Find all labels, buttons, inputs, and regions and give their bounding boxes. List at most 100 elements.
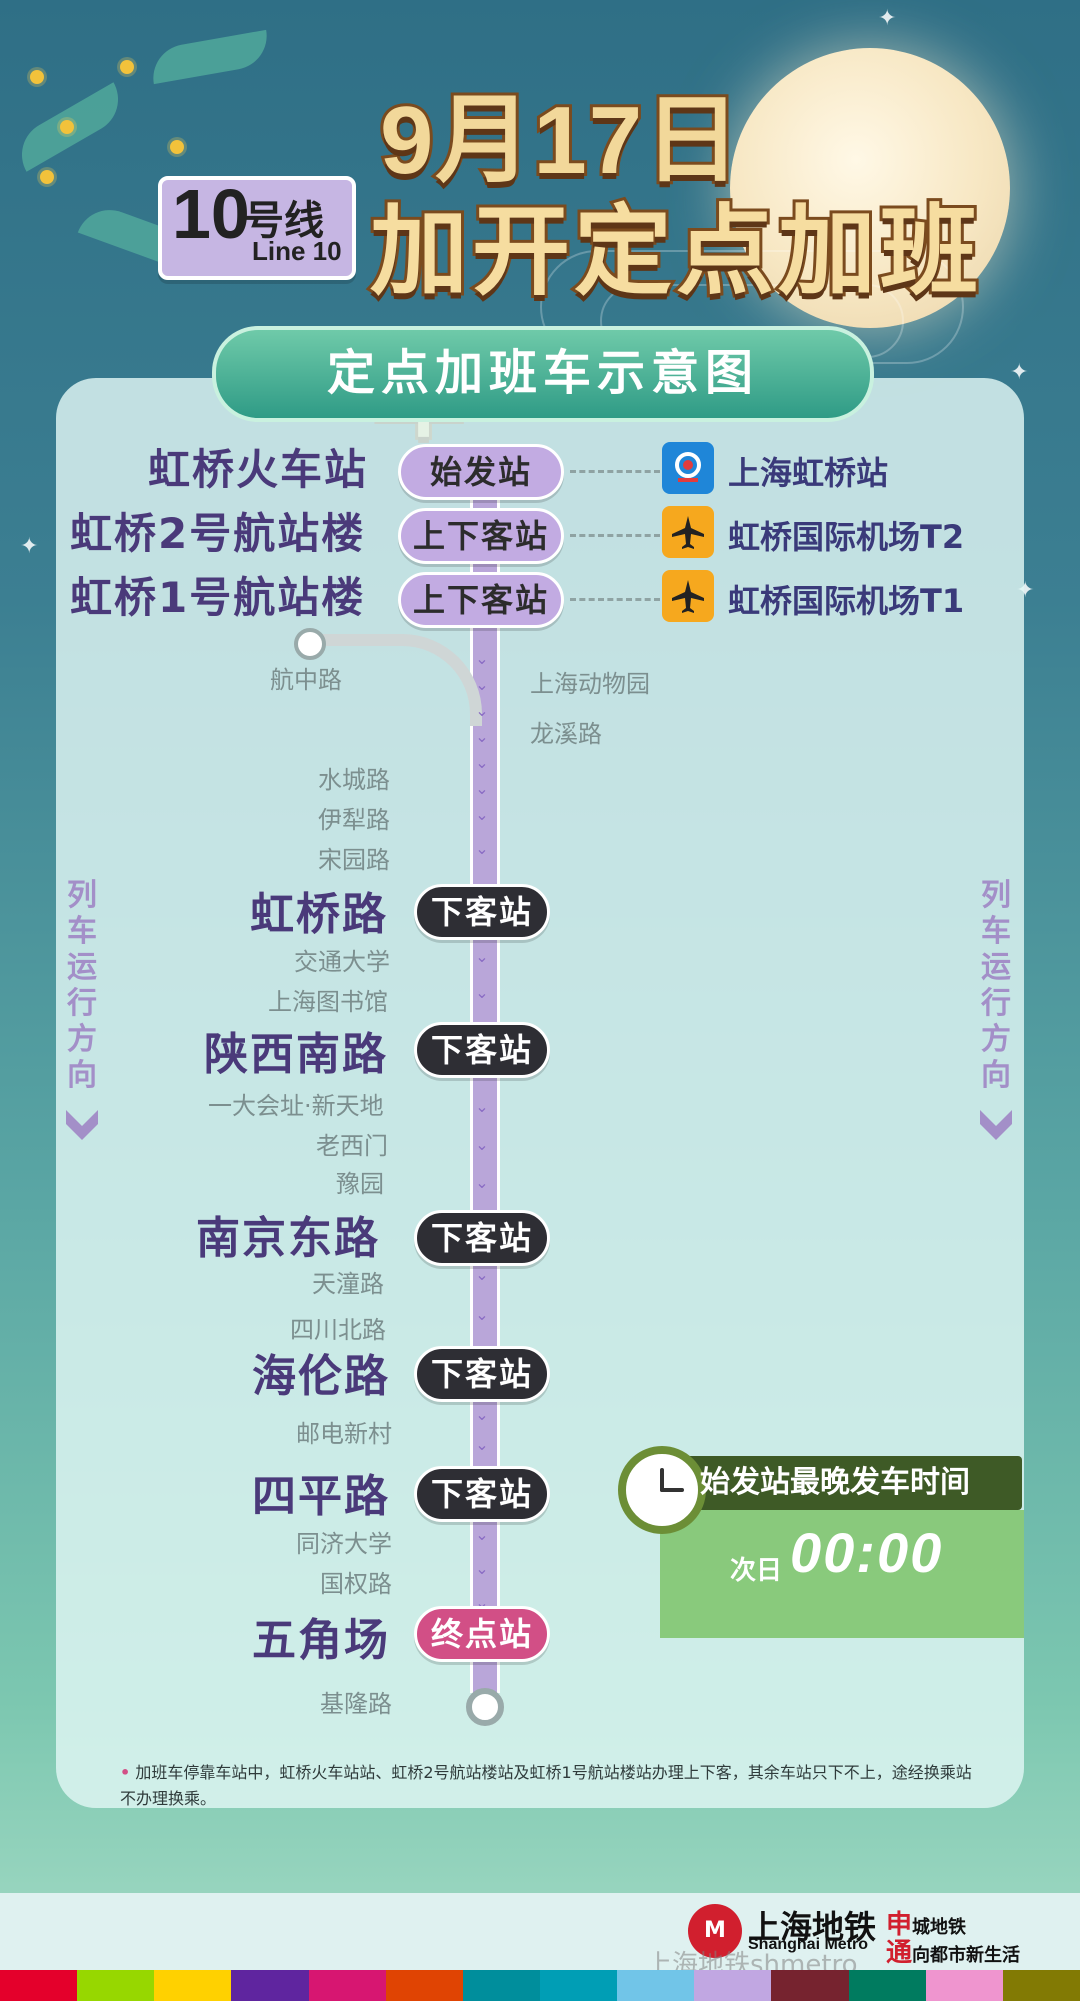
tag-board-alight: 上下客站 [398,572,564,628]
slogan-text: 城地铁 [912,1917,967,1938]
station-laoximen: 老西门 [316,1132,388,1160]
leaf-decoration [147,29,273,85]
chevron-down-icon: ⌄ [475,1265,489,1284]
station-songyuan-road: 宋园路 [318,846,390,874]
slogan-line-1: 申城地铁 [886,1904,966,1941]
tag-alight-only: 下客站 [414,1022,550,1078]
connection-airport-t1: 虹桥国际机场T1 [728,582,965,620]
last-train-time: 00:00 [790,1521,944,1584]
connection-airport-t2: 虹桥国际机场T2 [728,518,965,556]
station-hongqiao-t1: 虹桥1号航站楼 [70,573,366,622]
station-siping-road: 四平路 [252,1471,390,1522]
bullet-icon: • [120,1763,131,1782]
osmanthus-decoration [60,120,74,134]
station-yuyuan: 豫园 [336,1170,384,1198]
footnote-text: 加班车停靠车站中，虹桥火车站站、虹桥2号航站楼站及虹桥1号航站楼站办理上下客，其… [120,1763,972,1808]
line-label-en: Line 10 [252,236,342,266]
sparkle-icon: ✦ [20,534,39,559]
tag-alight-only: 下客站 [414,1210,550,1266]
line-badge: 10 号线 Line 10 [158,175,356,280]
line-terminus-marker [466,1688,504,1726]
airplane-icon [662,506,714,558]
brand-name-en: Shanghai Metro [748,1936,869,1953]
station-hongqiao-railway: 虹桥火车站 [148,445,369,494]
last-train-next-day: 次日 [730,1556,783,1586]
osmanthus-decoration [120,60,134,74]
station-hongqiao-t2: 虹桥2号航站楼 [70,509,366,558]
station-shanghai-zoo: 上海动物园 [530,670,650,698]
tag-board-alight: 上下客站 [398,508,564,564]
station-jiaotong-university: 交通大学 [294,948,390,976]
station-sichuan-north-road: 四川北路 [290,1316,386,1344]
connection-hongqiao-station: 上海虹桥站 [728,454,889,492]
chevron-down-icon: ⌄ [475,779,489,798]
station-shaanxi-south-road: 陕西南路 [204,1029,388,1080]
connector-dash [570,598,660,601]
line-color-stripe [0,1970,1080,2001]
tag-terminal: 终点站 [414,1606,550,1662]
chevron-down-icon: ⌄ [475,675,489,694]
tag-alight-only: 下客站 [414,884,550,940]
clock-hand [660,1468,664,1492]
slogan-char: 申 [886,1910,913,1940]
osmanthus-decoration [30,70,44,84]
sparkle-icon: ✦ [878,6,897,31]
last-train-label: 始发站最晚发车时间 [700,1465,970,1500]
station-longxi-road: 龙溪路 [530,720,602,748]
chevron-down-icon: ⌄ [475,1525,489,1544]
station-xintiandi: 一大会址·新天地 [208,1092,384,1120]
railway-station-icon [662,442,714,494]
clock-icon [618,1446,706,1534]
arrow-down-icon [980,1110,1012,1140]
branch-terminus-marker [294,628,326,660]
title-date: 9月17日 [377,84,743,197]
chevron-down-icon: ⌄ [475,839,489,858]
chevron-down-icon: ⌄ [475,701,489,720]
clock-hand [660,1488,684,1492]
connector-dash [570,534,660,537]
chevron-down-icon: ⌄ [475,649,489,668]
chevron-down-icon: ⌄ [475,1405,489,1424]
footnote: • 加班车停靠车站中，虹桥火车站站、虹桥2号航站楼站及虹桥1号航站楼站办理上下客… [120,1760,980,1812]
direction-label-left: 列车运行方向 [67,878,97,1093]
chevron-down-icon: ⌄ [475,1435,489,1454]
tag-alight-only: 下客站 [414,1466,550,1522]
station-shanghai-library: 上海图书馆 [268,988,388,1016]
sparkle-icon: ✦ [1010,360,1029,385]
last-train-header [676,1456,1022,1510]
chevron-down-icon: ⌄ [475,1173,489,1192]
station-wujiaochang: 五角场 [252,1615,390,1666]
panel-title: 定点加班车示意图 [212,326,874,422]
brand-name-cn: 上海地铁 [748,1908,877,1946]
chevron-down-icon: ⌄ [475,753,489,772]
station-nanjing-east-road: 南京东路 [196,1213,380,1264]
slogan-char: 通 [886,1938,913,1968]
slogan-line-2: 通向都市新生活 [886,1932,1020,1969]
chevron-down-icon: ⌄ [475,727,489,746]
station-yili-road: 伊犁路 [318,806,390,834]
chevron-down-icon: ⌄ [475,1559,489,1578]
direction-label-right: 列车运行方向 [981,878,1011,1093]
chevron-down-icon: ⌄ [475,983,489,1002]
station-guoquan-road: 国权路 [320,1570,392,1598]
chevron-down-icon: ⌄ [475,1097,489,1116]
arrow-down-icon [66,1110,98,1140]
connector-dash [570,470,660,473]
shanghai-metro-logo: M [688,1904,742,1958]
station-youdian-xincun: 邮电新村 [296,1420,392,1448]
station-shuicheng-road: 水城路 [318,766,390,794]
station-hongqiao-road: 虹桥路 [250,889,388,940]
station-hailun-road: 海伦路 [252,1351,390,1402]
osmanthus-decoration [170,140,184,154]
chevron-down-icon: ⌄ [475,1305,489,1324]
last-train-box [660,1510,1024,1638]
slogan-text: 向都市新生活 [912,1945,1021,1966]
line-label-cn: 号线 [244,198,324,244]
station-tiantong-road: 天潼路 [312,1270,384,1298]
line-number: 10 [172,175,250,253]
osmanthus-decoration [40,170,54,184]
chevron-down-icon: ⌄ [475,1135,489,1154]
tag-start: 始发站 [398,444,564,500]
station-tongji-university: 同济大学 [296,1530,392,1558]
